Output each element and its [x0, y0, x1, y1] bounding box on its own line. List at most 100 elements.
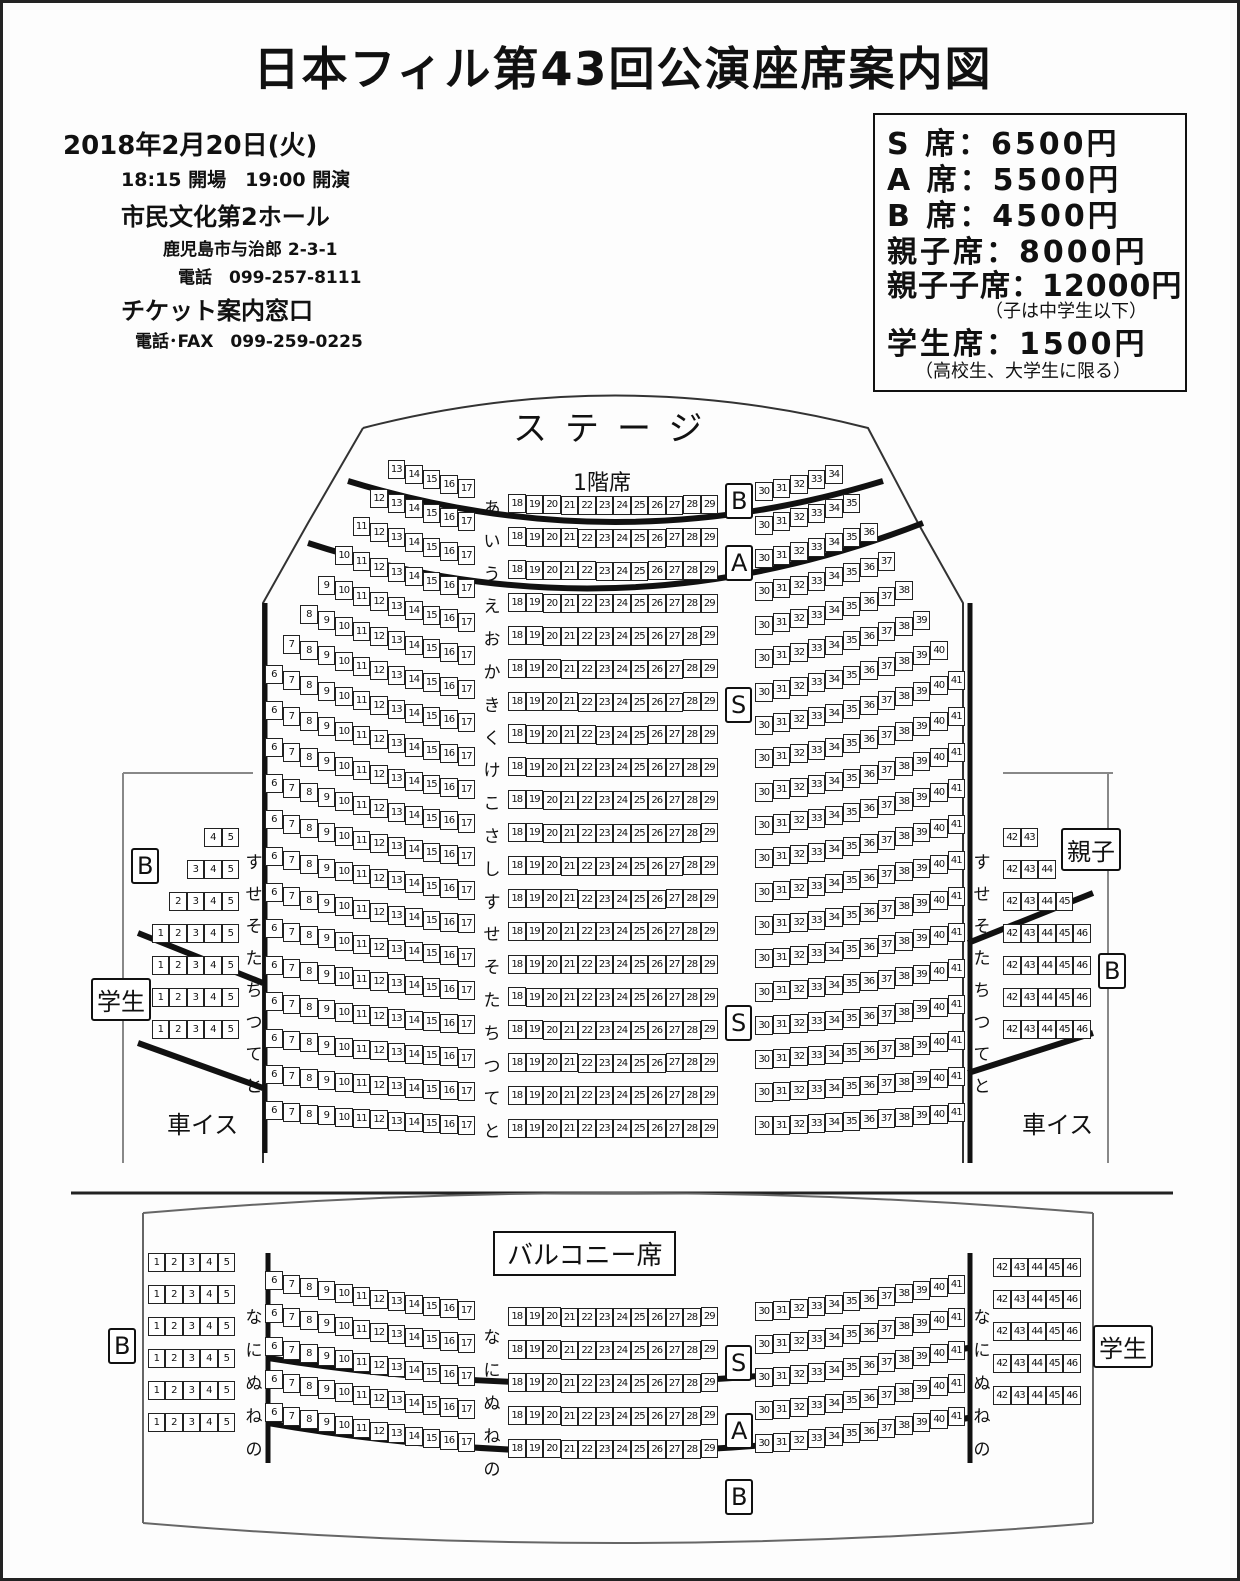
seat[interactable]: 26	[648, 856, 666, 876]
seat[interactable]: 33	[807, 571, 825, 591]
seat[interactable]: 27	[665, 790, 683, 810]
seat[interactable]: 3	[186, 956, 204, 975]
seat[interactable]: 13	[387, 837, 405, 857]
seat[interactable]: 26	[648, 955, 666, 975]
seat[interactable]: 20	[543, 1439, 561, 1459]
seat[interactable]: 18	[508, 724, 526, 744]
seat[interactable]: 16	[440, 912, 458, 932]
seat[interactable]: 8	[300, 676, 318, 696]
seat[interactable]: 32	[790, 845, 808, 865]
seat[interactable]: 15	[422, 605, 440, 625]
seat[interactable]: 14	[405, 942, 423, 962]
seat[interactable]: 32	[790, 1298, 808, 1318]
seat[interactable]: 15	[422, 1428, 440, 1448]
seat[interactable]: 5	[221, 988, 239, 1007]
seat[interactable]: 33	[807, 1428, 825, 1448]
seat[interactable]: 17	[457, 847, 475, 867]
seat[interactable]: 29	[700, 692, 718, 712]
seat[interactable]: 25	[630, 955, 648, 975]
seat[interactable]: 29	[700, 626, 718, 646]
seat[interactable]: 31	[772, 1399, 790, 1419]
seat[interactable]: 4	[200, 1285, 218, 1304]
seat[interactable]: 16	[440, 811, 458, 831]
seat[interactable]: 25	[630, 791, 648, 811]
seat[interactable]: 27	[665, 1340, 683, 1360]
seat[interactable]: 12	[370, 1421, 388, 1441]
seat[interactable]: 21	[560, 659, 578, 679]
seat[interactable]: 14	[405, 635, 423, 655]
seat[interactable]: 27	[665, 1439, 683, 1459]
seat[interactable]: 13	[387, 802, 405, 822]
seat[interactable]: 31	[772, 1432, 790, 1452]
seat[interactable]: 1	[147, 1381, 165, 1400]
seat[interactable]: 16	[440, 979, 458, 999]
seat[interactable]: 14	[405, 805, 423, 825]
seat[interactable]: 44	[1028, 1290, 1046, 1309]
seat[interactable]: 25	[630, 1119, 648, 1139]
seat[interactable]: 27	[665, 823, 683, 843]
seat[interactable]: 25	[630, 758, 648, 778]
seat[interactable]: 10	[335, 651, 353, 671]
seat[interactable]: 28	[683, 1053, 701, 1073]
seat[interactable]: 4	[204, 892, 222, 911]
seat[interactable]: 26	[648, 922, 666, 942]
seat[interactable]: 14	[405, 533, 423, 553]
seat[interactable]: 39	[912, 1281, 930, 1301]
seat[interactable]: 27	[665, 856, 683, 876]
seat[interactable]: 24	[613, 659, 631, 679]
seat[interactable]: 43	[1010, 1386, 1028, 1405]
seat[interactable]: 10	[335, 1317, 353, 1337]
seat[interactable]: 32	[790, 946, 808, 966]
seat[interactable]: 11	[352, 900, 370, 920]
seat[interactable]: 22	[578, 823, 596, 843]
seat[interactable]: 6	[265, 1064, 283, 1084]
seat[interactable]: 30	[755, 1401, 773, 1421]
seat[interactable]: 9	[317, 752, 335, 772]
seat[interactable]: 13	[387, 1391, 405, 1411]
seat[interactable]: 38	[895, 932, 913, 952]
seat[interactable]: 7	[282, 1274, 300, 1294]
seat[interactable]: 11	[352, 656, 370, 676]
seat[interactable]: 12	[370, 903, 388, 923]
seat[interactable]: 31	[772, 1366, 790, 1386]
seat[interactable]: 24	[613, 1020, 631, 1040]
seat[interactable]: 36	[860, 868, 878, 888]
seat[interactable]: 24	[613, 495, 631, 515]
seat[interactable]: 30	[755, 815, 773, 835]
seat[interactable]: 17	[457, 914, 475, 934]
seat[interactable]: 11	[352, 552, 370, 572]
seat[interactable]: 31	[772, 679, 790, 699]
seat[interactable]: 42	[1003, 828, 1021, 847]
seat[interactable]: 29	[700, 889, 718, 909]
seat[interactable]: 42	[1003, 1020, 1021, 1039]
seat[interactable]: 23	[595, 659, 613, 679]
seat[interactable]: 31	[772, 1115, 790, 1135]
seat[interactable]: 22	[578, 1053, 596, 1073]
seat[interactable]: 2	[165, 1413, 183, 1432]
seat[interactable]: 9	[317, 1347, 335, 1367]
seat[interactable]: 37	[877, 1320, 895, 1340]
seat[interactable]: 38	[895, 1107, 913, 1127]
seat[interactable]: 41	[947, 1373, 965, 1393]
seat[interactable]: 42	[993, 1386, 1011, 1405]
seat[interactable]: 20	[543, 495, 561, 515]
seat[interactable]: 1	[147, 1285, 165, 1304]
seat[interactable]: 41	[947, 1031, 965, 1051]
seat[interactable]: 19	[525, 560, 543, 580]
seat[interactable]: 13	[387, 905, 405, 925]
seat[interactable]: 22	[578, 856, 596, 876]
seat[interactable]: 6	[265, 955, 283, 975]
seat[interactable]: 6	[265, 846, 283, 866]
seat[interactable]: 19	[525, 494, 543, 514]
seat[interactable]: 40	[930, 1344, 948, 1364]
seat[interactable]: 30	[755, 1434, 773, 1454]
seat[interactable]: 25	[630, 528, 648, 548]
seat[interactable]: 26	[648, 659, 666, 679]
seat[interactable]: 43	[1010, 1354, 1028, 1373]
seat[interactable]: 14	[405, 1393, 423, 1413]
seat[interactable]: 23	[595, 922, 613, 942]
seat[interactable]: 43	[1010, 1322, 1028, 1341]
seat[interactable]: 8	[300, 1311, 318, 1331]
seat[interactable]: 37	[877, 1109, 895, 1129]
seat[interactable]: 32	[790, 474, 808, 494]
